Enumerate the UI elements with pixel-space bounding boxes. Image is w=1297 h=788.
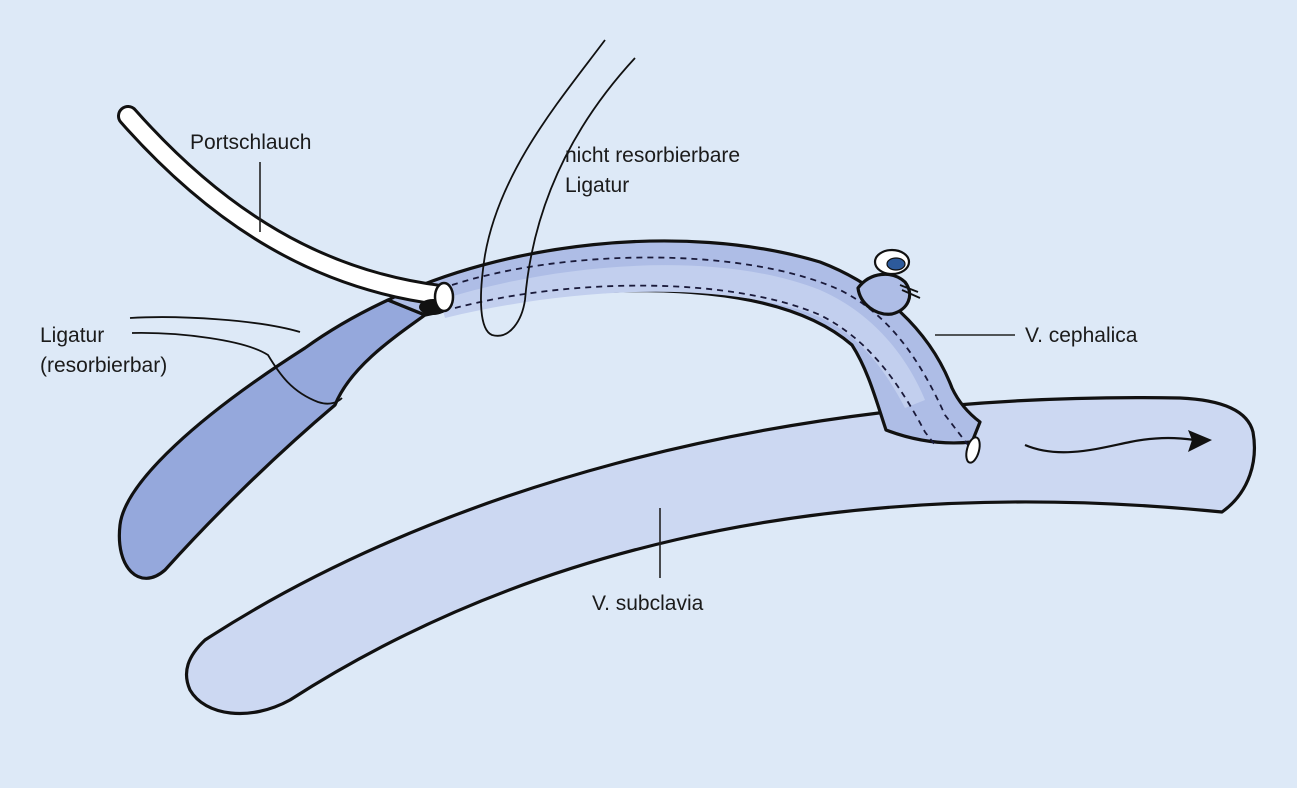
resorbable-ligature-thread: [129, 316, 343, 405]
v-cephalica-light-band: [440, 265, 925, 408]
catheter-lumen-line-upper: [451, 256, 969, 446]
label-v-cephalica: V. cephalica: [1025, 324, 1138, 347]
ligated-vein-stump: [856, 272, 912, 316]
catheter-tip: [965, 436, 981, 464]
flow-arrow-head: [1188, 430, 1212, 452]
catheter-end-cap: [433, 281, 455, 313]
label-nicht-resorbierbare-1: nicht resorbierbare: [565, 144, 740, 167]
label-nicht-resorbierbare-2: Ligatur: [565, 174, 629, 197]
flow-arrow-line: [1024, 436, 1196, 454]
label-ligatur-2: (resorbierbar): [40, 354, 167, 377]
non-resorbable-ligature-thread: [480, 39, 636, 337]
catheter-lumen-line-lower: [454, 284, 936, 446]
label-ligatur-1: Ligatur: [40, 324, 104, 347]
v-cephalica-distal-segment: [117, 298, 427, 580]
label-v-subclavia: V. subclavia: [592, 592, 704, 615]
v-subclavia-vessel: [184, 395, 1256, 716]
label-portschlauch: Portschlauch: [190, 131, 311, 154]
portschlauch-tube: [120, 108, 448, 303]
ligature-knot-center: [886, 257, 906, 271]
ligature-knot-ends: [899, 284, 921, 299]
